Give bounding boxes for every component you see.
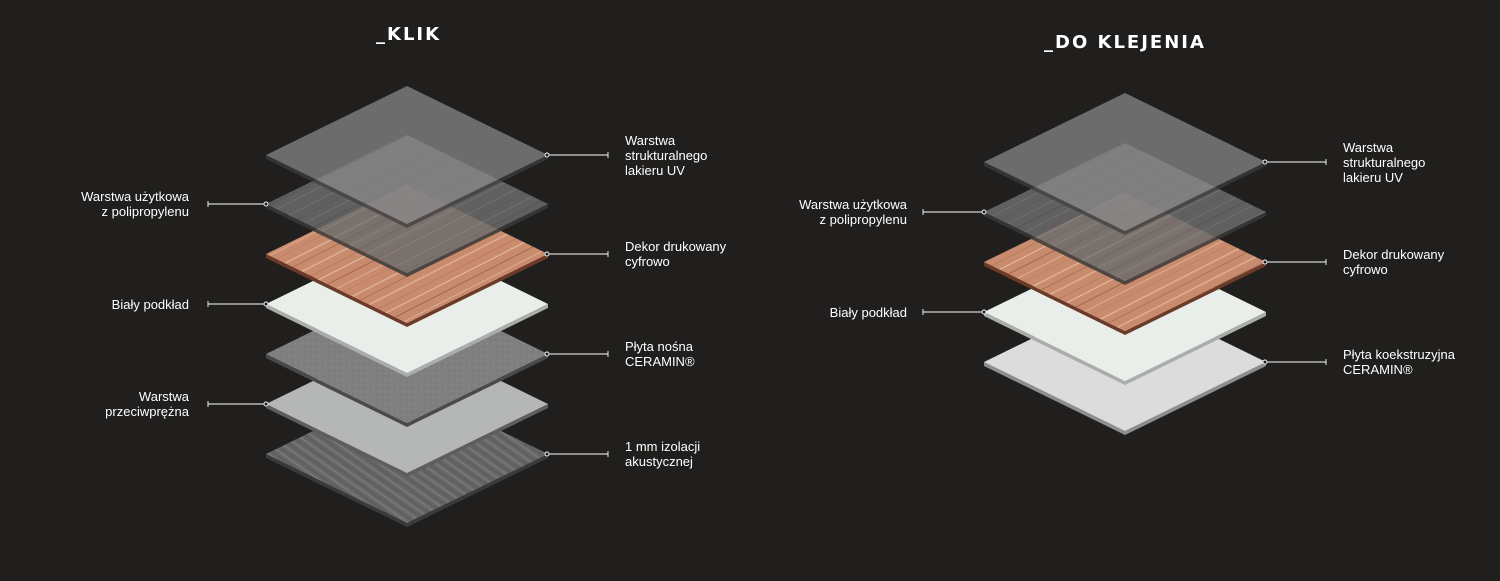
label-line: Dekor drukowany <box>1343 247 1445 262</box>
label-line: Płyta koekstruzyjna <box>1343 347 1455 362</box>
label-line: cyfrowo <box>625 254 670 269</box>
label-line: Warstwa <box>1343 140 1394 155</box>
label-line: Dekor drukowany <box>625 239 727 254</box>
diagram-title: _DO KLEJENIA <box>1044 32 1206 53</box>
label-line: Warstwa użytkowa <box>81 189 189 204</box>
decor-layer-leader-line <box>544 251 609 257</box>
label-line: 1 mm izolacji <box>625 439 701 454</box>
label-line: lakieru UV <box>625 163 685 178</box>
label-line: CERAMIN® <box>625 354 695 369</box>
diagram-title: _KLIK <box>376 24 442 45</box>
uv-lacquer-layer-face <box>266 86 548 224</box>
label-line: z polipropylenu <box>101 204 189 219</box>
diagram-1-layers <box>984 93 1266 435</box>
uv-lacquer-layer-face <box>984 93 1266 231</box>
label-line: Płyta nośna <box>625 339 693 354</box>
label-line: strukturalnego <box>1343 155 1426 170</box>
acoustic-layer-leader-line <box>544 451 609 457</box>
diagram-0-layers <box>266 86 548 527</box>
label-line: strukturalnego <box>625 148 708 163</box>
uv-lacquer-layer-leader-line <box>1262 159 1327 165</box>
label-line: cyfrowo <box>1343 262 1388 277</box>
label-line: przeciwprężna <box>105 404 189 419</box>
wear-layer-leader-line <box>207 201 269 207</box>
core-board-layer-leader-line <box>544 351 609 357</box>
label-line: Warstwa <box>625 133 676 148</box>
uv-lacquer-layer <box>984 93 1266 235</box>
uv-lacquer-layer <box>266 86 548 228</box>
uv-lacquer-layer-leader-line <box>544 152 609 158</box>
label-line: lakieru UV <box>1343 170 1403 185</box>
wear-layer-leader-line <box>922 209 987 215</box>
white-primer-layer-label: Biały podkład <box>830 305 907 320</box>
white-primer-layer-label: Biały podkład <box>112 297 189 312</box>
decor-layer-leader-line <box>1262 259 1327 265</box>
label-line: Warstwa <box>138 389 189 404</box>
label-line: CERAMIN® <box>1343 362 1413 377</box>
label-line: Warstwa użytkowa <box>799 197 907 212</box>
label-line: Biały podkład <box>111 297 189 312</box>
white-primer-layer-leader-line <box>207 301 269 307</box>
white-primer-layer-leader-line <box>922 309 987 315</box>
label-line: Biały podkład <box>829 305 907 320</box>
coextruded-board-layer-leader-line <box>1262 359 1327 365</box>
label-line: z polipropylenu <box>819 212 907 227</box>
balance-layer-leader-line <box>207 401 269 407</box>
label-line: akustycznej <box>625 454 693 469</box>
